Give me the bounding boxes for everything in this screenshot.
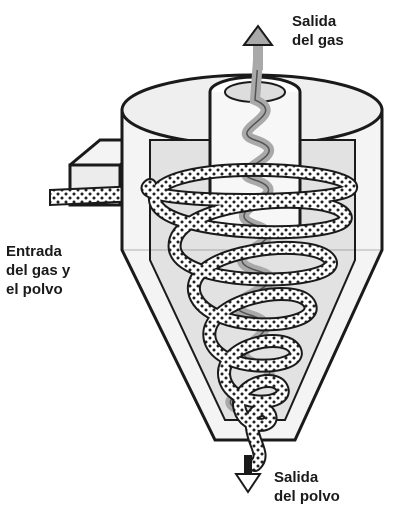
gas-outlet-label-line-1: Salida [292, 12, 344, 31]
dust-outlet-label-line-1: Salida [274, 468, 340, 487]
inlet-label-line-2: del gas y [6, 261, 70, 280]
gas-outlet-label-line-2: del gas [292, 31, 344, 50]
dust-outlet-label-line-2: del polvo [274, 487, 340, 506]
inlet-label-line-1: Entrada [6, 242, 70, 261]
dust-outlet-label: Salida del polvo [274, 468, 340, 506]
gas-outlet-label: Salida del gas [292, 12, 344, 50]
up-arrow-icon [244, 26, 272, 70]
inlet-label: Entrada del gas y el polvo [6, 242, 70, 299]
inlet-label-line-3: el polvo [6, 280, 70, 299]
